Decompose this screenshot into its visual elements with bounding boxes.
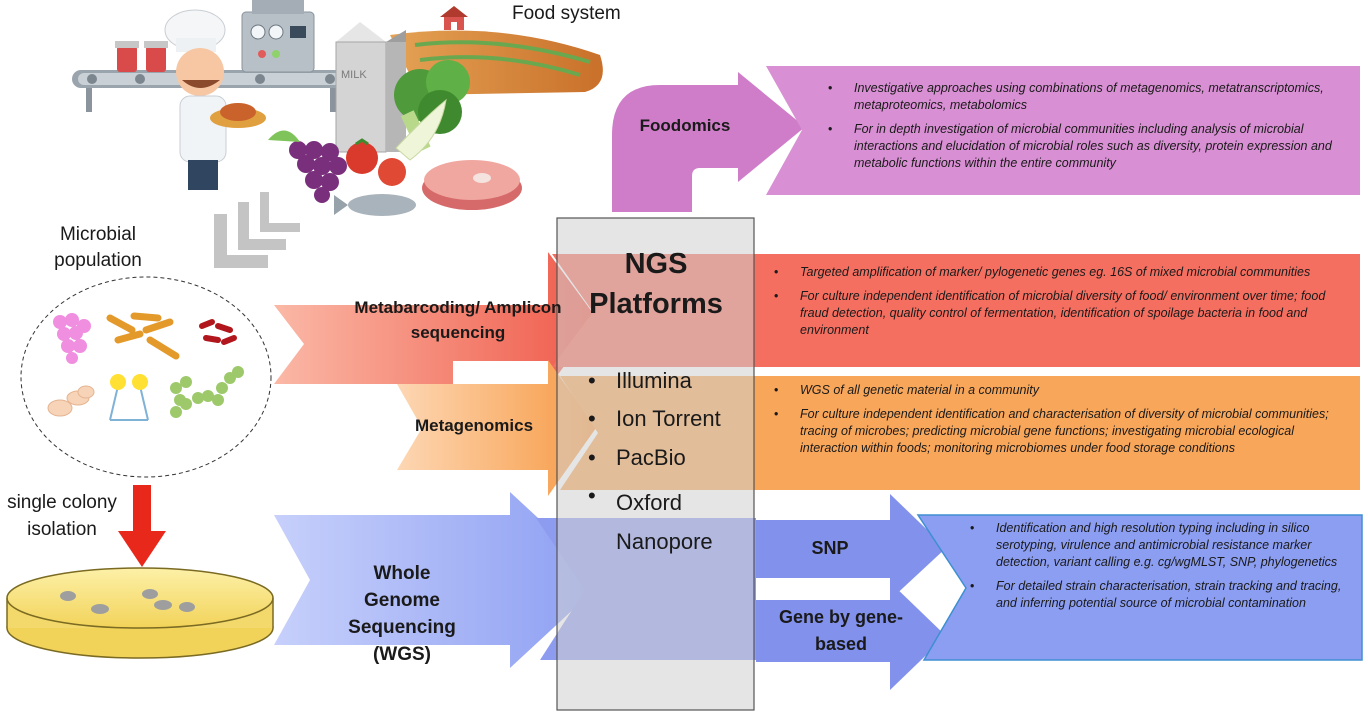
red-rods	[199, 319, 237, 345]
foodomics-text: Investigative approaches using combinati…	[820, 80, 1340, 179]
gene-by-gene-label: Gene by gene-based	[778, 607, 904, 654]
chef-figure	[164, 9, 266, 190]
ngs-platform-4: •	[588, 483, 596, 508]
metabarcoding-bullet-1: Targeted amplification of marker/ pyloge…	[774, 264, 1331, 281]
metagenomics-label: Metagenomics	[414, 416, 534, 435]
ngs-column	[556, 217, 755, 711]
metagenomics-bullet-1: WGS of all genetic material in a communi…	[774, 382, 1331, 399]
ngs-platform-3: •	[588, 445, 596, 470]
metagenomics-bullet-2: For culture independent identification a…	[774, 406, 1331, 457]
wgs-text: Identification and high resolution typin…	[962, 520, 1357, 619]
ngs-platform-2: •	[588, 406, 596, 431]
food-machine	[241, 0, 315, 73]
pink-cocci	[53, 313, 91, 364]
barn-icon	[440, 6, 468, 30]
wgs-label: Whole Genome Sequencing (WGS)	[348, 563, 456, 665]
metabarcoding-label: Metabarcoding/ Amplicon sequencing	[354, 298, 562, 342]
microbial-population-ellipse	[20, 276, 272, 478]
foodomics-bullet-2: For in depth investigation of microbial …	[828, 121, 1340, 172]
metabarcoding-text: Targeted amplification of marker/ pyloge…	[766, 264, 1331, 346]
metagenomics-arrow	[397, 360, 596, 496]
isolation-label-line1: single colony	[7, 492, 117, 513]
jam-jars	[115, 41, 168, 72]
fish	[334, 194, 416, 216]
grapes	[268, 130, 347, 203]
foodomics-arrow	[612, 72, 805, 212]
green-streptococci	[170, 366, 244, 418]
metabarcoding-arrow	[274, 252, 598, 388]
metabarcoding-bullet-2: For culture independent identification o…	[774, 288, 1331, 339]
gray-chevrons	[214, 192, 300, 268]
tomatoes	[346, 138, 406, 186]
foodomics-label: Foodomics	[639, 116, 731, 135]
ngs-platform-1: •	[588, 368, 596, 393]
microbial-title-line1: Microbial	[60, 224, 136, 245]
ngs-platform-2-label: Ion Torrent	[616, 406, 721, 431]
fungi	[109, 374, 149, 421]
colonies	[60, 589, 195, 614]
ngs-platform-3-label: PacBio	[616, 445, 686, 470]
ham	[422, 160, 522, 210]
wgs-bullet-2: For detailed strain characterisation, st…	[970, 578, 1357, 612]
snp-arrow	[756, 494, 946, 600]
ngs-platform-1-label: Illumina	[616, 368, 692, 393]
snp-label: SNP	[811, 538, 849, 558]
food-system-title: Food system	[512, 3, 621, 24]
ngs-platform-4-label: Oxford Nanopore	[616, 490, 713, 554]
isolation-label-line2: isolation	[27, 519, 97, 540]
gene-arrow	[756, 582, 946, 690]
vegetable	[395, 98, 447, 161]
petri-dish	[6, 567, 274, 659]
orange-rods	[106, 312, 180, 360]
wgs-arrow	[274, 492, 605, 668]
metagenomics-text: WGS of all genetic material in a communi…	[766, 382, 1331, 464]
foodomics-bullet-1: Investigative approaches using combinati…	[828, 80, 1340, 114]
food-system-illustration: MILK	[72, 0, 603, 216]
down-arrow-red	[118, 485, 166, 567]
microbial-title-line2: population	[54, 250, 142, 271]
wgs-bullet-1: Identification and high resolution typin…	[970, 520, 1357, 571]
ngs-title: NGS Platforms	[589, 248, 723, 320]
milk-label: MILK	[341, 69, 367, 81]
amoeba	[47, 385, 95, 417]
